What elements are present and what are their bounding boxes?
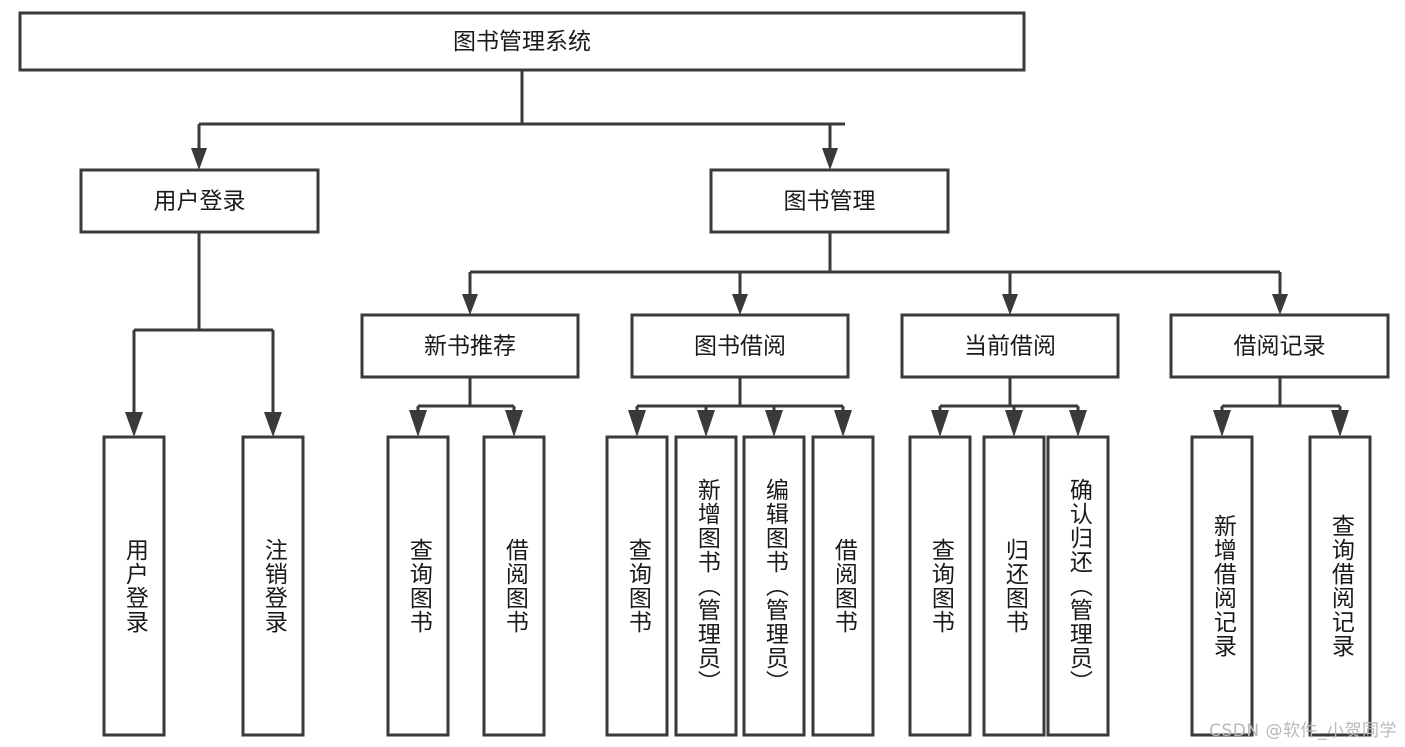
leaf-add-book-box[interactable] bbox=[674, 435, 738, 737]
node-borrow-record[interactable]: 借阅记录 bbox=[1169, 313, 1390, 379]
leaf-boxes bbox=[102, 435, 1372, 737]
node-book-borrow-label: 图书借阅 bbox=[694, 334, 786, 360]
node-borrow-record-label: 借阅记录 bbox=[1234, 334, 1326, 360]
node-current-borrow-label: 当前借阅 bbox=[964, 334, 1056, 360]
connector-bookborrow-to-leaves bbox=[628, 377, 852, 437]
node-new-book-rec-box[interactable] bbox=[360, 313, 580, 379]
leaf-edit-book-box[interactable] bbox=[742, 435, 806, 737]
leaf-confirm-return-box[interactable] bbox=[1046, 435, 1110, 737]
connector-userlogin-to-leaves bbox=[125, 232, 282, 437]
watermark-text: CSDN @软件_小贺同学 bbox=[1209, 721, 1397, 741]
arrow-head-icon bbox=[931, 410, 949, 437]
leaf-query-record-box[interactable] bbox=[1308, 435, 1372, 737]
node-user-login-box[interactable] bbox=[79, 168, 320, 234]
arrow-head-icon bbox=[732, 294, 748, 315]
node-current-borrow-box[interactable] bbox=[900, 313, 1120, 379]
node-book-borrow[interactable]: 图书借阅 bbox=[630, 313, 850, 379]
node-borrow-record-box[interactable] bbox=[1169, 313, 1390, 379]
arrow-head-icon bbox=[409, 410, 427, 437]
leaf-user-logout-box[interactable] bbox=[241, 435, 305, 737]
connector-borrowrecord-to-leaves bbox=[1213, 377, 1349, 437]
arrow-head-icon bbox=[1002, 294, 1018, 315]
node-current-borrow[interactable]: 当前借阅 bbox=[900, 313, 1120, 379]
arrow-head-icon bbox=[125, 412, 143, 437]
arrow-head-icon bbox=[697, 410, 715, 437]
connector-bookmanage-to-level3 bbox=[462, 232, 1288, 315]
arrow-head-icon bbox=[462, 294, 478, 315]
arrow-head-icon bbox=[264, 412, 282, 437]
node-root-label: 图书管理系统 bbox=[453, 29, 591, 55]
leaf-return-book-box[interactable] bbox=[982, 435, 1046, 737]
leaf-query-book-rec-box[interactable] bbox=[386, 435, 450, 737]
arrow-head-icon bbox=[191, 148, 207, 170]
node-book-borrow-box[interactable] bbox=[630, 313, 850, 379]
connector-root-to-level2 bbox=[191, 70, 845, 170]
node-book-manage[interactable]: 图书管理 bbox=[709, 168, 950, 234]
leaf-user-login-box[interactable] bbox=[102, 435, 166, 737]
arrow-head-icon bbox=[1272, 294, 1288, 315]
node-book-manage-label: 图书管理 bbox=[784, 189, 876, 215]
node-new-book-rec[interactable]: 新书推荐 bbox=[360, 313, 580, 379]
node-user-login[interactable]: 用户登录 bbox=[79, 168, 320, 234]
arrow-head-icon bbox=[1069, 410, 1087, 437]
arrow-head-icon bbox=[1331, 410, 1349, 437]
arrow-head-icon bbox=[822, 148, 838, 170]
node-root-box[interactable] bbox=[18, 11, 1026, 72]
node-new-book-rec-label: 新书推荐 bbox=[424, 334, 516, 360]
connector-currentborrow-to-leaves bbox=[931, 377, 1087, 437]
arrow-head-icon bbox=[1005, 410, 1023, 437]
leaf-borrow-book-rec-box[interactable] bbox=[482, 435, 546, 737]
arrow-head-icon bbox=[834, 410, 852, 437]
node-root[interactable]: 图书管理系统 bbox=[18, 11, 1026, 72]
arrow-head-icon bbox=[505, 410, 523, 437]
leaf-borrow-book-box[interactable] bbox=[811, 435, 875, 737]
leaf-add-record-box[interactable] bbox=[1190, 435, 1254, 737]
arrow-head-icon bbox=[628, 410, 646, 437]
arrow-head-icon bbox=[1213, 410, 1231, 437]
arrow-head-icon bbox=[765, 410, 783, 437]
leaf-query-book-borrow-box[interactable] bbox=[605, 435, 669, 737]
connector-newbookrec-to-leaves bbox=[409, 377, 523, 437]
leaf-query-book-cur-box[interactable] bbox=[908, 435, 972, 737]
node-book-manage-box[interactable] bbox=[709, 168, 950, 234]
node-user-login-label: 用户登录 bbox=[154, 189, 246, 215]
